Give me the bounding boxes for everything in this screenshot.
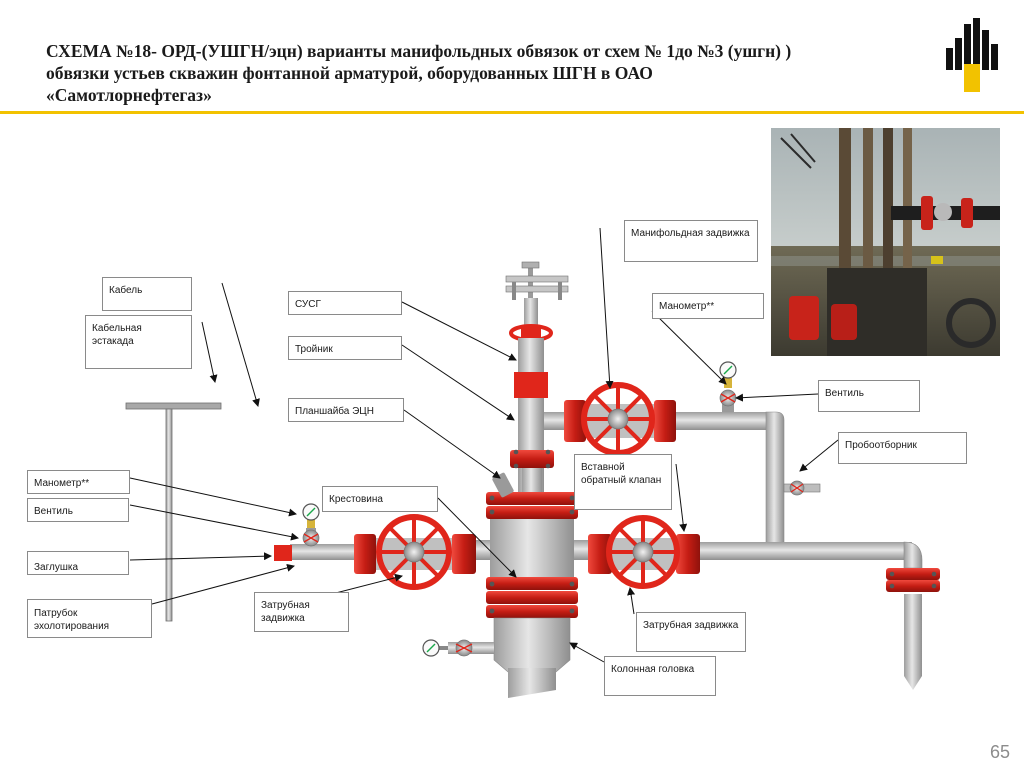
label-annulus-valve-left: Затрубная задвижка xyxy=(254,592,349,632)
label-valve-left: Вентиль xyxy=(27,498,129,522)
label-check-valve: Вставной обратный клапан xyxy=(574,454,672,510)
label-echo-pipe: Патрубок эхолотирования xyxy=(27,599,152,638)
cross-body xyxy=(490,519,574,577)
left-outlet-pipe xyxy=(290,544,354,560)
cross-upper-flanges xyxy=(486,492,578,519)
label-casing-head: Колонная головка xyxy=(604,656,716,696)
label-tee: Тройник xyxy=(288,336,402,360)
label-plug: Заглушка xyxy=(27,551,129,575)
label-manometer-left: Манометр** xyxy=(27,470,130,494)
label-susg: СУСГ xyxy=(288,291,402,315)
title-line-1: СХЕМА №18- ОРД-(УШГН/эцн) варианты маниф… xyxy=(46,41,792,61)
label-valve-right: Вентиль xyxy=(818,380,920,412)
label-annulus-valve-right: Затрубная задвижка xyxy=(636,612,746,652)
cross-lower-flanges xyxy=(486,577,578,618)
label-sampler: Пробоотборник xyxy=(838,432,967,464)
plug xyxy=(274,545,292,561)
right-outlet-pipe xyxy=(700,542,912,560)
label-cross: Крестовина xyxy=(322,486,438,512)
company-logo-icon xyxy=(946,18,998,92)
annulus-valve-right xyxy=(588,515,700,589)
label-manifold-valve: Манифольдная задвижка xyxy=(624,220,758,262)
page-number: 65 xyxy=(990,742,1011,762)
manifold-valve xyxy=(564,382,676,456)
right-drop-flange xyxy=(886,568,940,592)
casing-head-body xyxy=(493,617,571,673)
label-cable-rack: Кабельная эстакада xyxy=(85,315,192,369)
polished-rod-top xyxy=(505,261,569,342)
cable-rack xyxy=(125,402,222,622)
title-line-2: обвязки устьев скважин фонтанной арматур… xyxy=(46,63,653,83)
title-underline xyxy=(0,111,1024,114)
leader-arrows xyxy=(129,227,839,663)
label-manometer-right: Манометр** xyxy=(652,293,764,319)
upper-outlet-pipe xyxy=(676,412,768,430)
title-line-3: «Самотлорнефтегаз» xyxy=(46,85,212,105)
slide-title: СХЕМА №18- ОРД-(УШГН/эцн) варианты маниф… xyxy=(46,40,926,106)
susg-block xyxy=(514,372,548,398)
annulus-valve-left xyxy=(354,514,476,590)
label-cable: Кабель xyxy=(102,277,192,311)
wellhead-photo xyxy=(771,128,1000,356)
check-valve-flange xyxy=(510,449,554,469)
label-ecn-plate: Планшайба ЭЦН xyxy=(288,398,404,422)
